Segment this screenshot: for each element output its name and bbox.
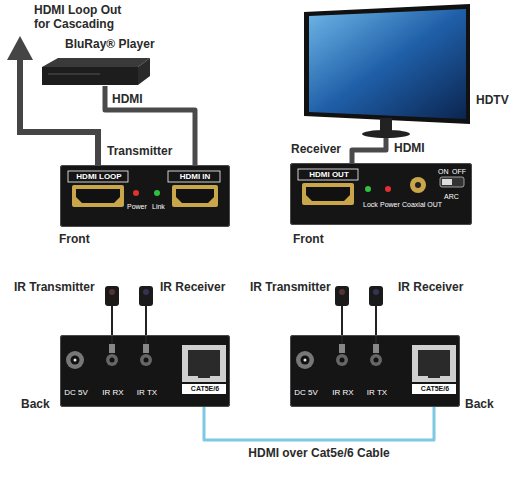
coax-jack [410,177,426,193]
callout-label: IR Transmitter [250,281,331,295]
transmitter-front-body [60,165,230,227]
coax-pin [415,182,421,188]
panel-marking: IR TX [364,388,390,397]
hdmi-port-opening [76,189,120,203]
cable-label: HDMI over Cat5e/6 Cable [209,447,429,461]
transmitter-back: DC 5VIR RXIR TXCAT5E/6Back [60,335,230,407]
ir-devices [105,286,383,353]
ir-jack [336,354,348,366]
led [133,190,139,196]
panel-marking: CAT5E/6 [413,385,457,393]
arc-switch-knob [442,179,452,185]
tv-screen [309,9,466,119]
player-top [42,58,150,67]
callout-label: HDMI Loop Out for Cascading [34,4,134,32]
dc-jack-pin [74,359,77,362]
panel-marking: ON [438,168,449,176]
bluray-player: BluRay® Player [40,58,150,86]
panel-marking: Power [127,203,147,211]
hdmi-port [72,185,124,207]
rj45-label-strip [412,384,456,394]
tv-base [362,130,410,138]
dc-jack [66,351,84,369]
hdmi-cable [105,86,195,165]
part-label: HDTV [476,94,509,108]
panel-marking: HDMI IN [169,172,221,181]
panel-marking: Link [152,203,165,211]
panel-marking: ARC [444,193,459,201]
receiver-back: DC 5VIR RXIR TXCAT5E/6Back [290,335,460,407]
callout-label: IR Receiver [160,281,225,295]
ir-jack-hole [340,358,345,363]
receiver-front: ReceiverHDMI OUTLockPowerCoaxial OUTONOF… [290,163,472,225]
panel-marking: IR RX [330,388,356,397]
part-label: Back [21,398,50,412]
loop-arrowhead [7,36,33,60]
player-slot [48,74,100,75]
ir-jack [106,354,118,366]
part-label: Front [59,233,90,247]
ir-jack-hole [110,358,115,363]
panel-marking: CAT5E/6 [183,385,227,393]
panel-marking: HDMI LOOP [69,172,129,181]
hdmi-cable [352,138,386,163]
player-front [42,67,138,85]
ir-jack [140,354,152,366]
rj45-label-strip [182,384,226,394]
part-label: Receiver [291,143,341,157]
arc-switch [440,177,464,187]
dc-jack [296,351,314,369]
panel-marking: DC 5V [293,388,319,397]
rj45-port [412,345,456,382]
panel-marking: IR RX [100,388,126,397]
transmitter-back-body [60,335,230,407]
cable-label: HDMI [112,93,143,107]
dc-jack-hole [71,356,80,365]
cable-label: HDMI [394,142,425,156]
player-side [138,58,150,85]
receiver-back-body [290,335,460,407]
dc-jack-pin [304,359,307,362]
receiver-front-body [290,163,472,225]
panel-marking: Coaxial OUT [402,201,442,209]
rj45-port [182,345,226,382]
ir-jack-hole [144,358,149,363]
part-label: Back [465,398,494,412]
hdmi-port-opening [306,187,350,201]
tv-neck [380,118,392,132]
part-label: Front [293,233,324,247]
led [365,186,371,192]
transmitter-front: TransmitterHDMI LOOPPowerLinkHDMI INFron… [60,165,230,227]
port-label-frame [298,169,358,180]
led [154,190,160,196]
panel-marking: OFF [452,168,466,176]
led [385,186,391,192]
rj45-clip [198,372,210,378]
callout-label: IR Transmitter [14,281,95,295]
dc-jack-hole [301,356,310,365]
panel-marking: HDMI OUT [299,170,359,179]
ir-jack [370,354,382,366]
port-label-frame [168,171,220,182]
part-label: BluRay® Player [65,38,155,52]
hdtv: HDTV [300,4,472,138]
ir-jack-hole [374,358,379,363]
panel-marking: Lock [363,201,378,209]
port-label-frame [68,171,128,182]
rj45-clip [428,372,440,378]
part-label: Transmitter [107,145,172,159]
cat-cable [204,407,434,440]
tv-bezel [304,4,470,124]
hdmi-port [172,185,218,207]
callout-label: IR Receiver [398,281,463,295]
hdmi-port [302,183,354,205]
panel-marking: Power [380,201,400,209]
hdmi-port-opening [176,189,214,203]
panel-marking: DC 5V [63,388,89,397]
panel-marking: IR TX [134,388,160,397]
